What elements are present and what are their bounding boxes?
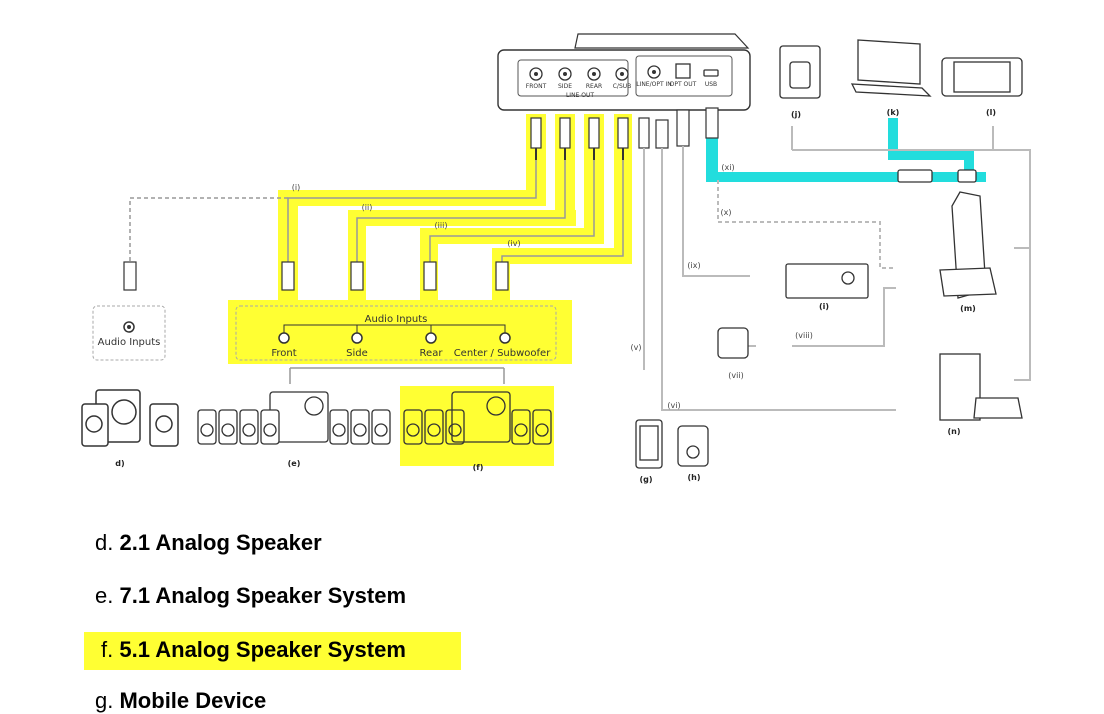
analog-cables (129, 160, 624, 262)
caption-g: g. Mobile Device (95, 688, 266, 714)
caption-g-text: Mobile Device (119, 688, 267, 713)
game-console-m (939, 191, 997, 299)
port-front-label: FRONT (526, 83, 547, 90)
port-rear-label: REAR (586, 83, 602, 90)
audio-input-front-label: Front (271, 348, 296, 359)
device-label-m: (m) (960, 304, 976, 313)
cable-label-xi: (xi) (721, 163, 734, 172)
device-label-f: (f) (473, 463, 484, 472)
audio-inputs-group-box: Audio Inputs Front Side Rear Center / Su… (235, 305, 557, 384)
caption-e-text: 7.1 Analog Speaker System (119, 583, 407, 608)
caption-d-letter: d. (95, 530, 114, 555)
cable-label-v: (v) (631, 343, 642, 352)
port-csub-label: C/SUB (613, 83, 632, 90)
caption-f-letter: f. (101, 637, 114, 662)
audio-inputs-single-box: Audio Inputs (92, 305, 166, 361)
handheld-console (941, 57, 1023, 97)
speaker-5-1 (403, 391, 552, 445)
audio-input-rear-label: Rear (420, 348, 444, 359)
laptop (850, 39, 932, 97)
caption-d-text: 2.1 Analog Speaker (119, 530, 322, 555)
cable-label-vi: (vi) (667, 401, 680, 410)
audio-inputs-single-label: Audio Inputs (98, 337, 161, 348)
device-label-h: (h) (687, 473, 700, 482)
jack-plugs (123, 261, 509, 291)
usb-plug-right (897, 169, 977, 183)
caption-e-letter: e. (95, 583, 114, 608)
speaker-2-1 (81, 389, 179, 447)
optical-adapter (717, 327, 749, 359)
device-label-i: (i) (819, 302, 829, 311)
device-label-l: (l) (986, 108, 996, 117)
cable-label-vii: (vii) (728, 371, 743, 380)
av-receiver (785, 263, 869, 299)
wall-charger (779, 45, 821, 99)
device-label-e: (e) (288, 459, 301, 468)
opt-out-label: OPT OUT (670, 81, 697, 88)
audio-input-center-label: Center / Subwoofer (454, 348, 552, 359)
port-side-label: SIDE (558, 83, 572, 90)
audio-inputs-group-title: Audio Inputs (365, 314, 428, 325)
line-in-label: LINE/OPT IN (636, 81, 672, 88)
media-player (677, 425, 709, 467)
mobile-device (635, 419, 663, 469)
device-label-j: (j) (791, 110, 801, 119)
usb-highlight (706, 118, 986, 182)
cable-label-x: (x) (721, 208, 732, 217)
caption-e: e. 7.1 Analog Speaker System (95, 583, 406, 609)
line-out-label: LINE OUT (566, 92, 594, 99)
cable-label-i: (i) (292, 183, 300, 192)
sound-card-device: FRONT SIDE REAR C/SUB LINE OUT LINE/OPT … (497, 33, 751, 111)
caption-f-text: 5.1 Analog Speaker System (119, 637, 406, 662)
speaker-7-1 (197, 391, 391, 445)
device-label-g: (g) (639, 475, 652, 484)
caption-highlight (84, 632, 461, 670)
cable-label-iv: (iv) (507, 239, 520, 248)
device-label-n: (n) (947, 427, 960, 436)
cable-label-iii: (iii) (435, 221, 448, 230)
gray-cables (643, 126, 1031, 411)
connection-diagram: FRONT SIDE REAR C/SUB LINE OUT LINE/OPT … (81, 33, 1031, 484)
caption-d: d. 2.1 Analog Speaker (95, 530, 322, 556)
usb-port-label: USB (705, 81, 717, 88)
game-console-n (939, 353, 1023, 421)
device-label-k: (k) (887, 108, 900, 117)
cable-label-ii: (ii) (362, 203, 373, 212)
cable-label-viii: (viii) (795, 331, 813, 340)
audio-input-side-label: Side (346, 348, 368, 359)
caption-f: f. 5.1 Analog Speaker System (101, 637, 406, 663)
caption-g-letter: g. (95, 688, 114, 713)
cable-label-ix: (ix) (687, 261, 700, 270)
device-label-d: d) (115, 459, 124, 468)
